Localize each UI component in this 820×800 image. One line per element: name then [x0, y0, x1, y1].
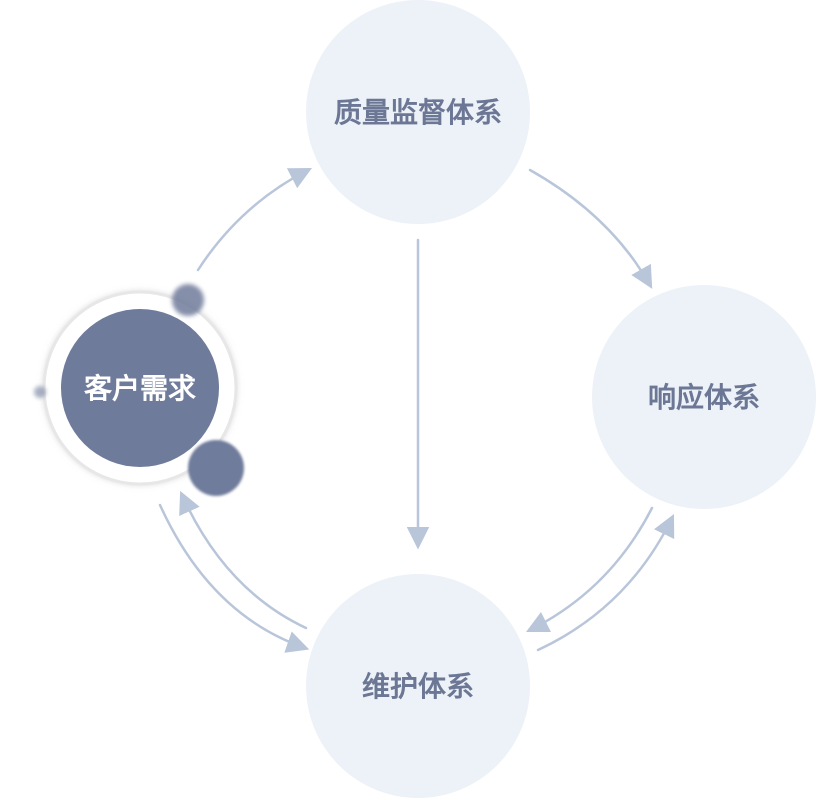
node-quality-circle: [306, 0, 530, 224]
arrow-customer-to-quality: [196, 167, 313, 272]
node-customer-circle: [61, 309, 219, 467]
decor-dot-left: [34, 386, 46, 398]
node-response-circle: [592, 285, 816, 509]
node-response-label: 响应体系: [648, 381, 760, 414]
arrow-maintenance-to-customer: [179, 490, 308, 630]
node-maintenance-circle: [306, 574, 530, 798]
node-customer-label: 客户需求: [84, 372, 196, 405]
arrow-quality-to-response: [528, 168, 653, 289]
decor-dot-top: [172, 284, 204, 316]
arrow-maintenance-to-response: [536, 513, 675, 652]
decor-dot-bottom: [188, 440, 244, 496]
node-quality-label: 质量监督体系: [334, 96, 502, 129]
arrow-customer-to-maintenance: [158, 503, 310, 653]
node-maintenance-label: 维护体系: [362, 670, 474, 703]
arrow-response-to-maintenance: [525, 506, 654, 633]
